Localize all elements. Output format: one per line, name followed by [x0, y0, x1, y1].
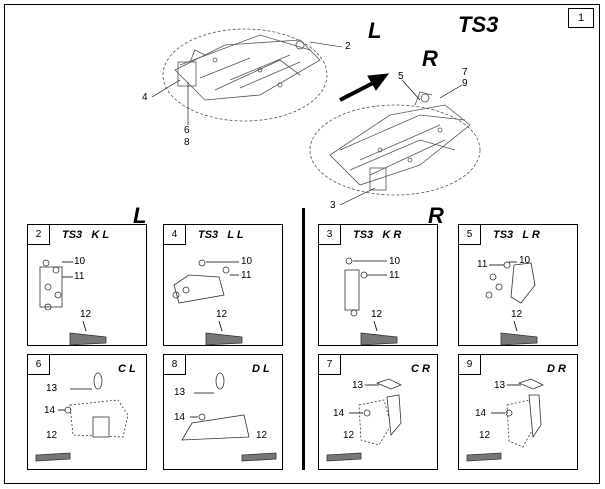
label-13: 13 — [352, 380, 364, 391]
label-11: 11 — [74, 271, 85, 282]
kit-illustration — [181, 372, 277, 462]
label-14: 14 — [174, 412, 186, 423]
box-number: 6 — [28, 355, 50, 375]
callout-4: 4 — [142, 92, 148, 103]
label-13: 13 — [174, 387, 186, 398]
kit-box-5: 5 TS3 L R 10 11 12 — [458, 224, 578, 346]
label-12: 12 — [216, 309, 228, 320]
callout-5: 5 — [398, 71, 404, 82]
leader-4 — [151, 79, 181, 98]
section-right-label: R — [428, 203, 444, 228]
callout-2: 2 — [345, 41, 351, 52]
kit-box-6: 6 C L 13 14 12 — [27, 354, 147, 470]
label-14: 14 — [475, 408, 487, 419]
label-12: 12 — [343, 430, 355, 441]
label-14: 14 — [44, 405, 56, 416]
label-12: 12 — [256, 430, 268, 441]
callout-8: 8 — [184, 137, 190, 148]
label-12: 12 — [80, 309, 92, 320]
label-12: 12 — [371, 309, 383, 320]
kit-illustration — [39, 259, 107, 346]
label-10: 10 — [519, 255, 531, 266]
label-12: 12 — [46, 430, 58, 441]
box-number: 4 — [164, 225, 186, 245]
label-12: 12 — [511, 309, 523, 320]
kit-box-9: 9 D R 13 14 12 — [458, 354, 578, 470]
direction-arrow — [339, 73, 390, 102]
sheet-number: 1 — [568, 8, 594, 28]
left-side-label: L — [368, 18, 382, 43]
kit-box-8: 8 D L 13 14 12 — [163, 354, 283, 470]
box-title: D R — [547, 363, 566, 375]
left-plate-drawing — [162, 28, 328, 122]
label-11: 11 — [389, 270, 400, 281]
section-left-label: L — [133, 203, 147, 228]
label-11: 11 — [477, 259, 488, 270]
label-10: 10 — [389, 256, 401, 267]
box-title: D L — [252, 363, 270, 375]
right-plate-drawing — [309, 91, 481, 196]
callout-6: 6 — [184, 125, 190, 136]
box-title: TS3 L R — [493, 229, 540, 241]
label-10: 10 — [74, 256, 86, 267]
label-11: 11 — [241, 270, 252, 281]
callout-9: 9 — [462, 78, 468, 89]
kit-box-3: 3 TS3 K R 10 11 12 — [318, 224, 438, 346]
overview-illustration — [151, 28, 481, 206]
label-10: 10 — [241, 256, 253, 267]
leader-7 — [439, 84, 463, 99]
box-title: C R — [411, 363, 430, 375]
box-title: C L — [118, 363, 136, 375]
sheet-frame — [4, 4, 600, 484]
box-number: 7 — [319, 355, 341, 375]
box-number: 3 — [319, 225, 341, 245]
kit-box-4: 4 TS3 L L 10 11 12 — [163, 224, 283, 346]
box-number: 8 — [164, 355, 186, 375]
box-number: 5 — [459, 225, 481, 245]
kit-illustration — [466, 378, 544, 462]
leader-3 — [339, 187, 376, 206]
box-title: TS3 K R — [353, 229, 402, 241]
callout-3: 3 — [330, 200, 336, 211]
leader-2 — [309, 41, 343, 48]
model-title: TS3 — [458, 12, 499, 37]
callout-7: 7 — [462, 67, 468, 78]
kit-illustration — [326, 378, 402, 462]
kit-illustration — [485, 261, 538, 346]
kit-box-7: 7 C R 13 14 12 — [318, 354, 438, 470]
label-13: 13 — [46, 383, 58, 394]
box-number: 9 — [459, 355, 481, 375]
kit-illustration — [35, 372, 129, 462]
label-13: 13 — [494, 380, 506, 391]
kit-box-2: 2 TS3 K L 10 11 12 — [27, 224, 147, 346]
kit-illustration — [172, 259, 243, 346]
box-title: TS3 K L — [62, 229, 110, 241]
kit-illustration — [344, 257, 398, 346]
label-12: 12 — [479, 430, 491, 441]
box-title: TS3 L L — [198, 229, 244, 241]
box-number: 2 — [28, 225, 50, 245]
label-14: 14 — [333, 408, 345, 419]
right-side-label: R — [422, 46, 438, 71]
section-divider — [302, 208, 305, 470]
leader-5 — [401, 79, 421, 101]
